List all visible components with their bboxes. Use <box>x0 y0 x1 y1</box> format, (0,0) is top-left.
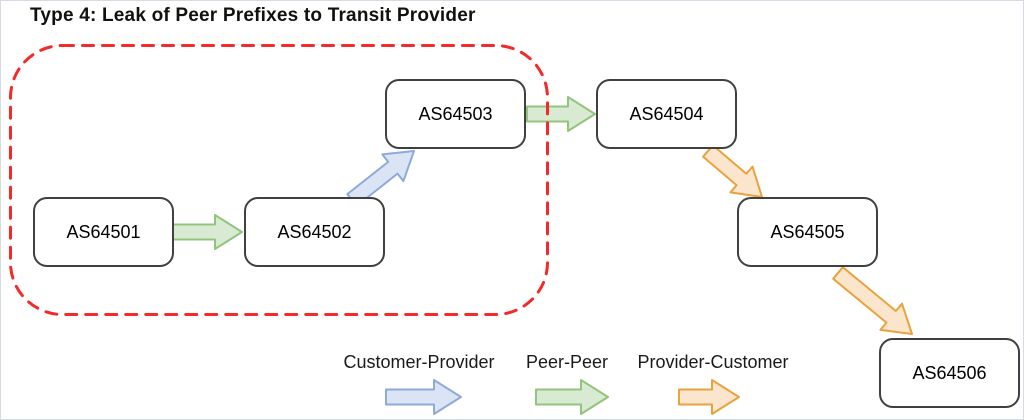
as-node-AS64502: AS64502 <box>244 197 385 267</box>
as-node-label: AS64501 <box>66 221 141 242</box>
edge-AS64502-AS64503-arrow <box>346 150 415 207</box>
as-node-label: AS64502 <box>277 221 352 242</box>
as-node-AS64503: AS64503 <box>385 79 526 149</box>
as-node-AS64506: AS64506 <box>879 338 1020 408</box>
legend-label-customer-provider: Customer-Provider <box>343 352 495 372</box>
legend-peer-peer-arrow-icon <box>535 379 609 415</box>
edge-AS64504-AS64505-arrow <box>702 144 763 198</box>
as-node-label: AS64505 <box>770 221 845 242</box>
as-node-AS64504: AS64504 <box>596 79 737 149</box>
as-node-label: AS64503 <box>418 103 493 124</box>
legend-label-provider-customer: Provider-Customer <box>637 352 789 372</box>
diagram-title: Type 4: Leak of Peer Prefixes to Transit… <box>30 5 476 26</box>
edge-AS64503-AS64504-arrow <box>526 96 596 132</box>
as-node-AS64505: AS64505 <box>737 197 878 267</box>
legend-provider-customer-arrow-icon <box>678 379 740 415</box>
edge-AS64501-AS64502-arrow <box>172 214 243 250</box>
legend-label-peer-peer: Peer-Peer <box>525 352 609 372</box>
as-node-AS64501: AS64501 <box>33 197 174 267</box>
edge-AS64505-AS64506-arrow <box>832 266 913 335</box>
legend-customer-provider-arrow-icon <box>385 379 462 415</box>
as-node-label: AS64504 <box>629 103 704 124</box>
as-node-label: AS64506 <box>912 362 987 383</box>
